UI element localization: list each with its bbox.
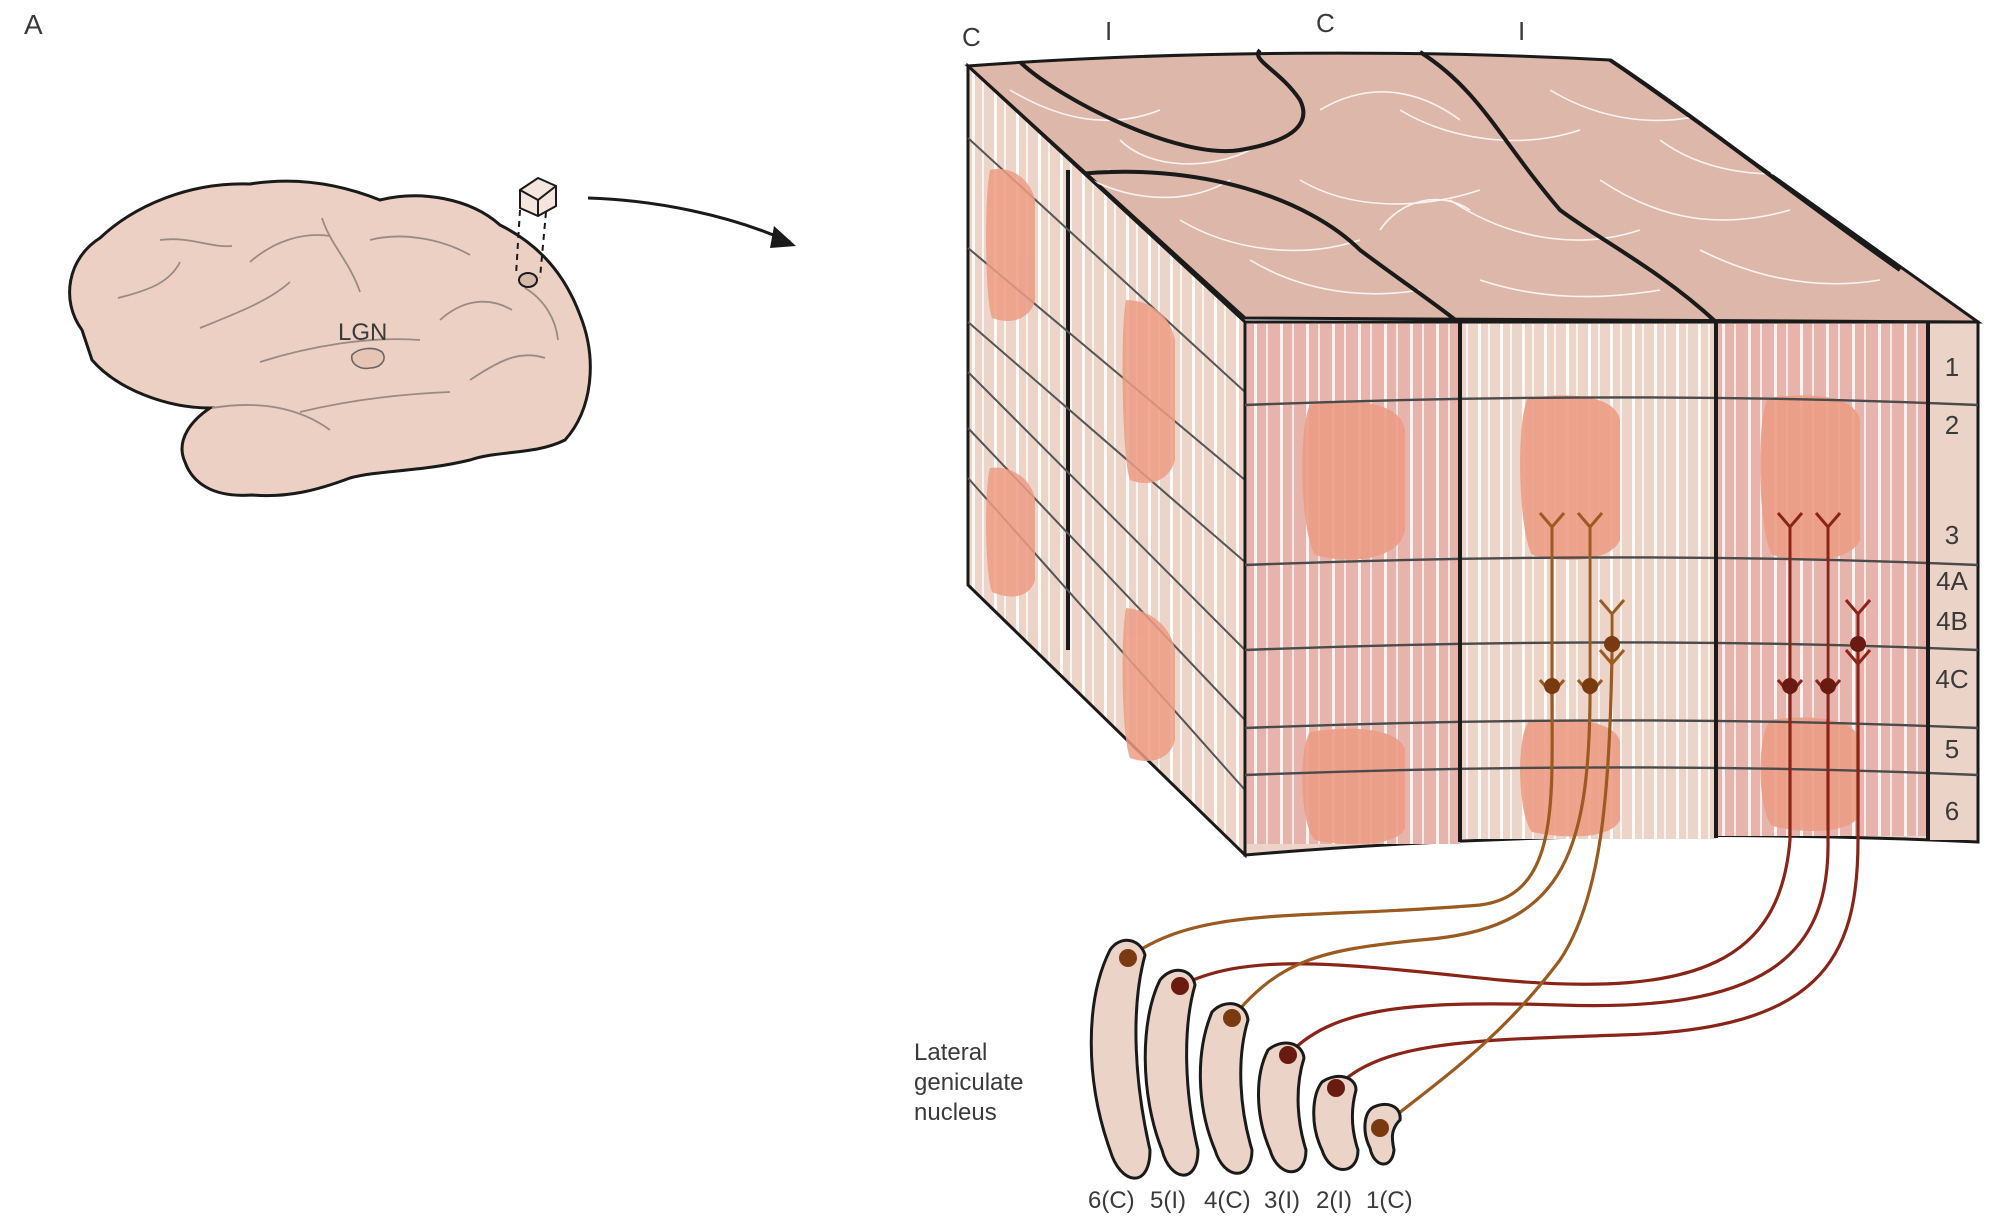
brain-outline — [70, 181, 591, 495]
lgn-layer-6 — [1091, 940, 1150, 1178]
column-label: I — [1105, 16, 1112, 46]
layer-label: 2 — [1945, 410, 1959, 440]
lgn-caption-line: nucleus — [914, 1099, 997, 1126]
magnify-arrow — [588, 198, 796, 248]
lgn-layers — [1091, 940, 1400, 1178]
layer-label: 4C — [1935, 664, 1968, 694]
lgn-layer-label: 3(I) — [1264, 1187, 1300, 1214]
lgn-layer-labels: 6(C) 5(I) 4(C) 3(I) 2(I) 1(C) — [1088, 1187, 1413, 1214]
layer-label: 3 — [1945, 520, 1959, 550]
lgn-layer-label: 5(I) — [1150, 1187, 1186, 1214]
sample-cube-icon — [520, 178, 556, 216]
lgn-layer-label: 1(C) — [1366, 1187, 1413, 1214]
lgn-layer-label: 2(I) — [1316, 1187, 1352, 1214]
lgn-outline — [352, 348, 384, 368]
lgn-caption-line: geniculate — [914, 1069, 1023, 1096]
lgn-layer-4 — [1200, 1004, 1252, 1174]
lgn-caption: Lateral geniculate nucleus — [914, 1039, 1023, 1126]
brain-illustration: LGN — [70, 178, 591, 496]
lgn-layer-3 — [1258, 1043, 1306, 1172]
lgn-layer-5 — [1145, 970, 1198, 1175]
panel-label: A — [24, 9, 43, 40]
lgn-layer-label: 6(C) — [1088, 1187, 1135, 1214]
layer-label: 5 — [1945, 734, 1959, 764]
layer-label: 4A — [1936, 566, 1968, 596]
lgn-layer-label: 4(C) — [1204, 1187, 1251, 1214]
column-label: C — [1316, 8, 1335, 38]
layer-label: 6 — [1945, 796, 1959, 826]
sample-site — [519, 273, 537, 287]
lgn-caption-line: Lateral — [914, 1039, 987, 1066]
column-label: I — [1518, 16, 1525, 46]
column-label: C — [962, 22, 981, 52]
lgn-label: LGN — [338, 319, 387, 346]
layer-label: 4B — [1936, 606, 1968, 636]
layer-label: 1 — [1945, 352, 1959, 382]
column-labels: C I C I — [962, 8, 1525, 52]
